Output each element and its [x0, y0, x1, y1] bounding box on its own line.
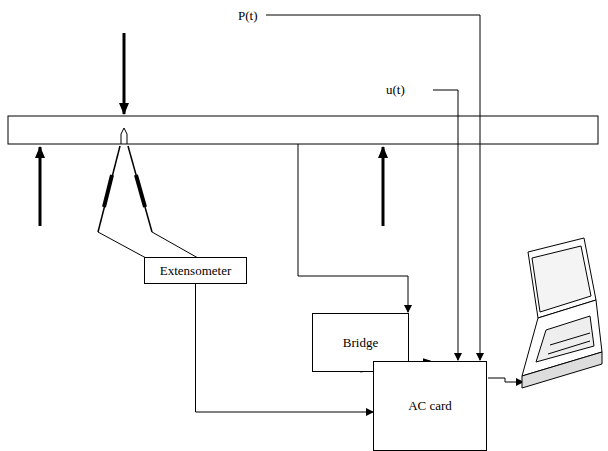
laptop-icon	[522, 238, 602, 388]
load-arrow	[123, 33, 126, 114]
strain-gauge-wire	[298, 144, 408, 312]
daq-card-box: AC card	[373, 361, 487, 451]
node-label: AC card	[408, 398, 452, 414]
support-arrow	[382, 147, 385, 226]
beam	[8, 116, 598, 144]
data-cable	[488, 378, 523, 382]
node-label: Extensometer	[160, 263, 231, 279]
signal-name: P(t)	[237, 8, 259, 24]
displacement-signal-wire	[433, 90, 458, 360]
signal-name: u(t)	[385, 82, 406, 98]
extensometer-arms	[98, 146, 198, 258]
load-signal-wire	[266, 15, 480, 360]
support-arrow	[39, 147, 42, 226]
node-label: Bridge	[343, 335, 378, 351]
instrument-box: Extensometer	[144, 257, 247, 284]
notch	[121, 128, 127, 144]
